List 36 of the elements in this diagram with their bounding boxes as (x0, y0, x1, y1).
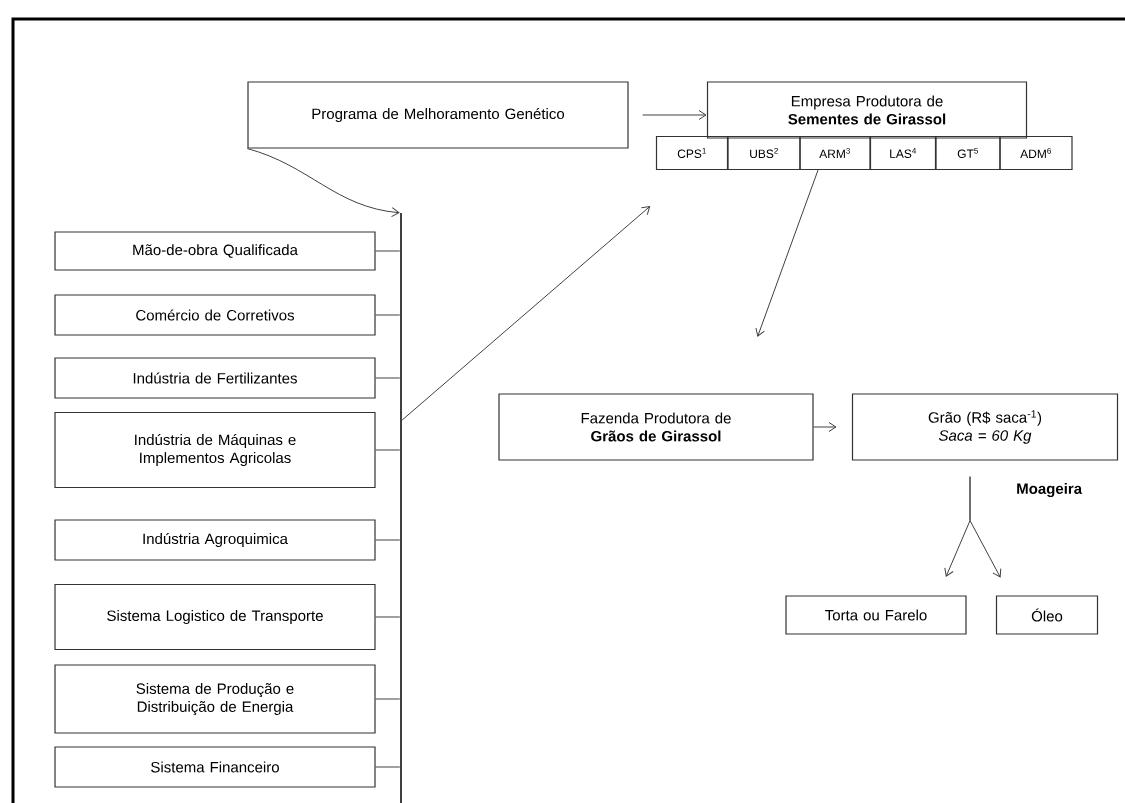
arrow (246, 148, 400, 218)
abbreviation-box: CPS$^{1}$ (655, 135, 729, 171)
arrow (401, 206, 651, 421)
connector-line (375, 377, 401, 379)
process-box: Empresa Produtora de Sementes de Girassol (706, 81, 1028, 139)
connector-line (375, 449, 401, 451)
process-box: Indústria de Fertilizantes (54, 357, 376, 399)
arrow (642, 110, 707, 120)
process-box: Sistema de Produção e Distribuição de Energia (54, 664, 376, 734)
arrow (813, 422, 837, 432)
process-box: Programa de Melhoramento Genético (247, 81, 629, 149)
process-box: Indústria Agroquimica (54, 519, 376, 561)
connector-line (375, 314, 401, 316)
connector-line (375, 766, 401, 768)
process-box: Fazenda Produtora de Grãos de Girassol (498, 393, 814, 461)
process-box: Óleo (995, 595, 1099, 635)
abbreviation-box: LAS$^{4}$ (869, 135, 937, 171)
arrow (969, 476, 1002, 578)
process-box: Mão-de-obra Qualificada (54, 231, 376, 271)
connector-line (375, 616, 401, 618)
connector-line (375, 698, 401, 700)
edge-label: Moageira (1015, 481, 1084, 498)
process-box: Indústria de Máquinas e Implementos Agricolas (54, 411, 376, 489)
process-box: Torta ou Farelo (785, 595, 967, 635)
bus-line (400, 213, 402, 803)
arrow (755, 169, 819, 337)
process-box: Comércio de Corretivos (54, 294, 376, 336)
abbreviation-box: GT$^{5}$ (935, 135, 1001, 171)
connector-line (375, 539, 401, 541)
abbreviation-box: ADM$^{6}$ (999, 135, 1073, 171)
process-box: Sistema Financeiro (54, 746, 376, 788)
process-box: Sistema Logistico de Transporte (54, 583, 376, 651)
abbreviation-box: UBS$^{2}$ (727, 135, 801, 171)
abbreviation-box: ARM$^{3}$ (799, 135, 871, 171)
process-box: Grão (R$ saca$^{-1}$) Saca = 60 Kg (851, 393, 1119, 461)
connector-line (375, 250, 401, 252)
